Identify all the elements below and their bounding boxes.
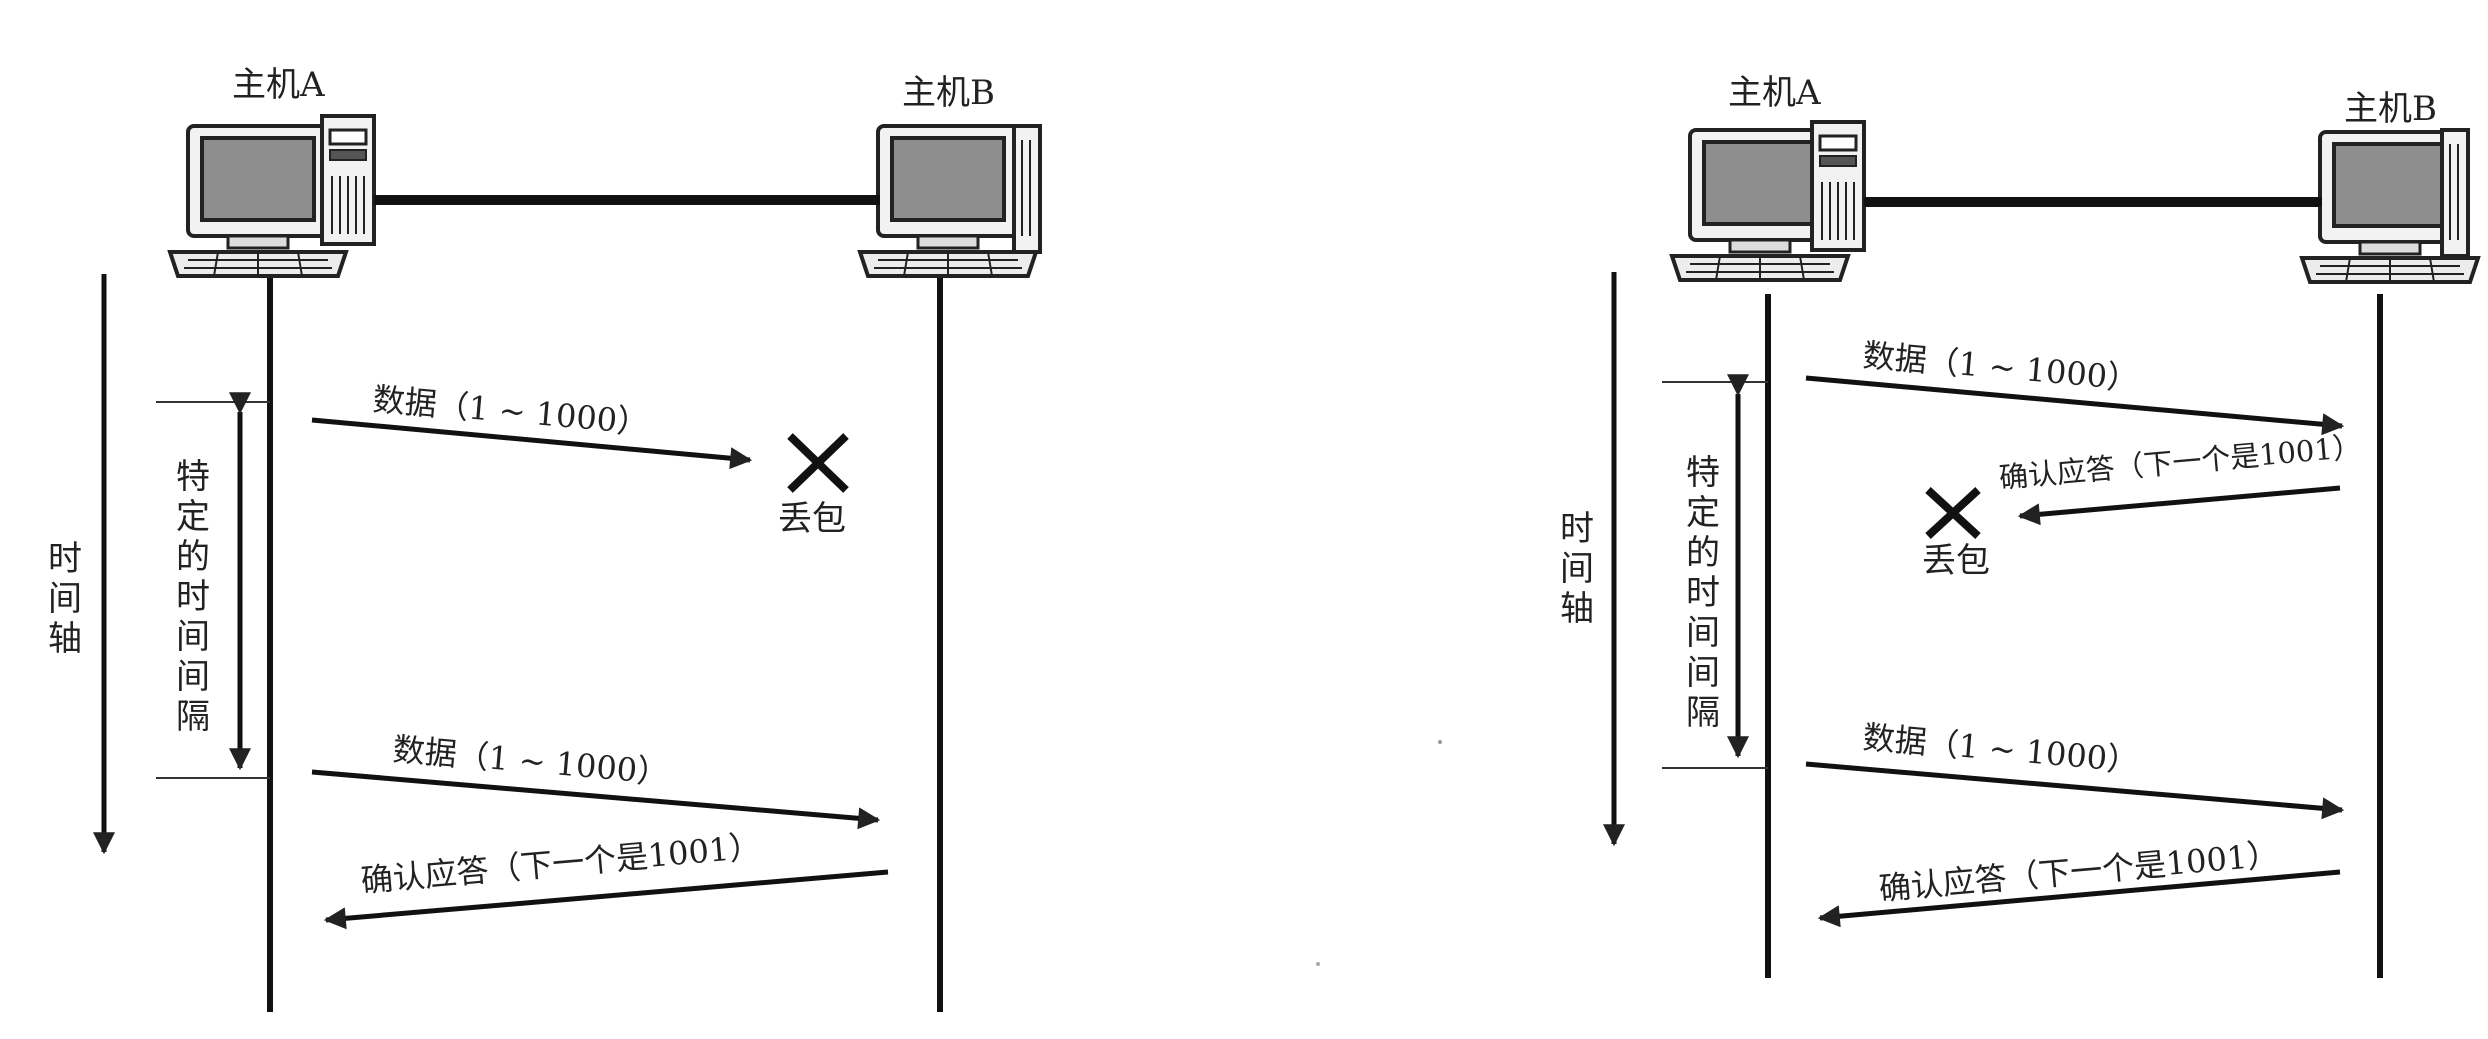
left-data-arrow-lost bbox=[311, 417, 753, 470]
left-interval-char: 时 bbox=[176, 577, 210, 617]
left-time-axis-label: 时 间 轴 bbox=[48, 539, 82, 659]
right-time-axis-char: 间 bbox=[1560, 549, 1594, 589]
left-interval-char: 间 bbox=[176, 617, 210, 657]
right-data-arrow-1 bbox=[1805, 375, 2345, 436]
left-host-b: 主机B bbox=[858, 73, 1042, 278]
left-time-axis-char: 时 bbox=[48, 539, 82, 579]
right-diagram: 主机A 主机B 时 间 轴 特 定 的 时 间 bbox=[1560, 73, 2480, 978]
right-data-arrow-retransmit bbox=[1805, 761, 2345, 820]
right-packet-loss-label: 丢包 bbox=[1922, 541, 1990, 581]
right-host-b-label: 主机B bbox=[2344, 89, 2437, 129]
right-time-axis-char: 轴 bbox=[1560, 589, 1594, 629]
right-interval-char: 间 bbox=[1686, 613, 1720, 653]
left-packet-loss-icon bbox=[787, 433, 849, 493]
right-time-axis-label: 时 间 轴 bbox=[1560, 509, 1594, 629]
left-time-axis-char: 间 bbox=[48, 579, 82, 619]
right-ack-arrow bbox=[1817, 869, 2341, 928]
right-host-a: 主机A bbox=[1670, 73, 1866, 282]
right-time-axis-char: 时 bbox=[1560, 509, 1594, 549]
scan-speck bbox=[1438, 740, 1442, 744]
left-data-arrow-retransmit bbox=[311, 769, 881, 830]
right-interval-char: 时 bbox=[1686, 573, 1720, 613]
right-interval-char: 隔 bbox=[1686, 693, 1720, 733]
right-host-b-tower-icon bbox=[2440, 128, 2470, 258]
left-host-b-computer-icon bbox=[858, 124, 1038, 278]
left-interval-char: 特 bbox=[176, 457, 210, 497]
right-ack-arrow-lost bbox=[2017, 485, 2341, 526]
left-ack-arrow bbox=[323, 869, 889, 930]
right-ack-label-lost: 确认应答（下一个是1001） bbox=[1998, 429, 2363, 495]
left-interval-label: 特 定 的 时 间 间 隔 bbox=[176, 457, 210, 737]
right-host-a-label: 主机A bbox=[1728, 73, 1821, 113]
left-packet-loss-label: 丢包 bbox=[778, 499, 846, 539]
left-diagram: 主机A 主机B 时 间 轴 特 定 的 时 间 bbox=[48, 65, 1042, 1012]
right-interval-char: 特 bbox=[1686, 453, 1720, 493]
right-interval-char: 的 bbox=[1686, 533, 1720, 573]
left-interval-char: 间 bbox=[176, 657, 210, 697]
left-time-axis-char: 轴 bbox=[48, 619, 82, 659]
left-host-a: 主机A bbox=[168, 65, 376, 278]
left-host-b-tower-icon bbox=[1012, 124, 1042, 254]
left-host-a-computer-icon bbox=[168, 124, 348, 278]
left-host-a-tower-icon bbox=[320, 114, 376, 246]
left-host-a-label: 主机A bbox=[232, 65, 325, 105]
right-interval-char: 间 bbox=[1686, 653, 1720, 693]
right-interval-char: 定 bbox=[1686, 493, 1720, 533]
right-host-a-tower-icon bbox=[1810, 120, 1866, 252]
scan-speck bbox=[1316, 962, 1320, 966]
left-interval-char: 定 bbox=[176, 497, 210, 537]
right-host-b: 主机B bbox=[2300, 89, 2480, 284]
right-interval-label: 特 定 的 时 间 间 隔 bbox=[1686, 453, 1720, 733]
left-interval-char: 隔 bbox=[176, 697, 210, 737]
left-interval-char: 的 bbox=[176, 537, 210, 577]
left-data-label-1: 数据（1 ~ 1000） bbox=[371, 380, 650, 442]
left-host-b-label: 主机B bbox=[902, 73, 995, 113]
right-packet-loss-icon bbox=[1925, 487, 1981, 539]
